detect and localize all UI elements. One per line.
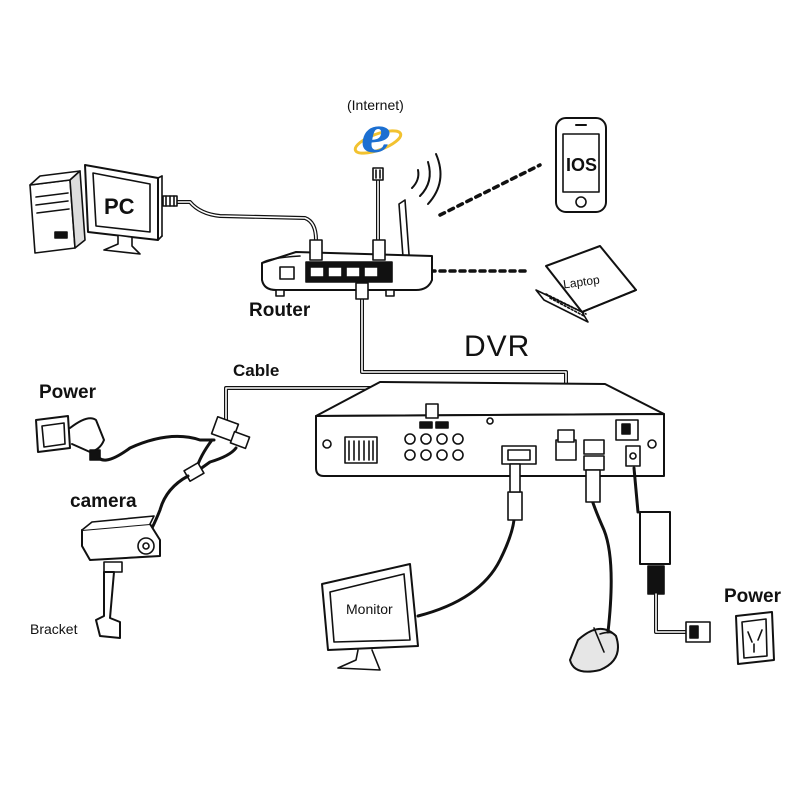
power-label-right: Power [724, 586, 782, 607]
camera [81, 515, 161, 573]
internet-label: (Internet) [347, 97, 404, 113]
dvr-power-adapter [632, 466, 711, 643]
internet-plug [372, 167, 384, 181]
ios-phone [555, 117, 607, 213]
mouse [569, 469, 619, 673]
power-outlet-left [35, 415, 216, 462]
dvr-label: DVR [464, 330, 531, 363]
power-outlet-right [735, 611, 775, 665]
pc-tower [29, 170, 86, 254]
pc-network-plug [162, 195, 178, 207]
power-label-left: Power [39, 382, 97, 403]
wifi-signal-icon [411, 153, 442, 205]
monitor [321, 463, 523, 671]
monitor-label: Monitor [346, 601, 393, 617]
camera-label: camera [70, 491, 137, 512]
laptop [535, 245, 637, 323]
ie-letter: e [361, 108, 392, 164]
dvr-recorder [315, 381, 665, 477]
ios-label: IOS [566, 155, 598, 175]
camera-bracket [95, 571, 121, 639]
pc-monitor [84, 164, 163, 255]
bnc-connectors [404, 421, 464, 461]
camera-cable-splitter [144, 415, 251, 540]
internet-explorer-icon [353, 129, 403, 155]
router-ios-wireless-link [438, 163, 542, 217]
router-label: Router [249, 300, 311, 321]
router [261, 199, 433, 300]
pc-label: PC [104, 194, 135, 219]
cable-label: Cable [233, 361, 280, 380]
bracket-label: Bracket [30, 621, 78, 637]
pc-router-cable [173, 200, 318, 252]
